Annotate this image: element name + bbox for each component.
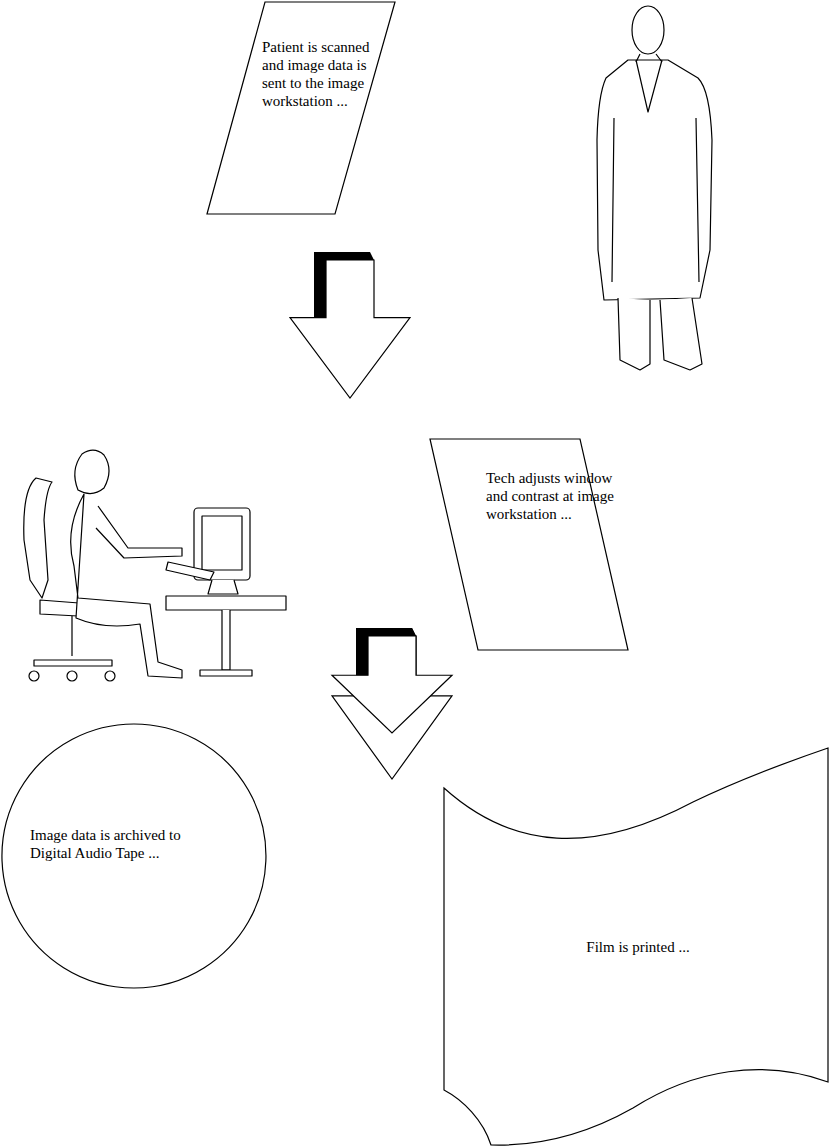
arrow-body <box>332 636 452 733</box>
step-parallelogram: Tech adjusts window and contrast at imag… <box>428 437 630 653</box>
desk-leg <box>222 610 230 670</box>
step-text: Film is printed ... <box>443 938 829 956</box>
archive-circle: Image data is archived to Digital Audio … <box>0 722 268 990</box>
doctor-head <box>632 6 664 54</box>
block-arrow <box>332 628 452 779</box>
step-parallelogram-path <box>430 439 628 650</box>
technician-figure <box>24 450 286 681</box>
doctor-legs <box>618 298 702 370</box>
doctor-lapel <box>636 60 662 112</box>
technician-head <box>75 450 109 493</box>
doctor-arms <box>612 118 699 282</box>
keyboard <box>166 562 214 580</box>
step-parallelogram: Patient is scanned and image data is sen… <box>205 0 397 216</box>
block-arrow <box>290 252 410 398</box>
step-text: Image data is archived to Digital Audio … <box>30 826 188 862</box>
block-arrow <box>332 628 452 733</box>
chair-wheel <box>67 671 77 681</box>
technician-body <box>71 494 182 678</box>
arrow-body <box>290 260 410 398</box>
monitor-stand <box>208 580 238 594</box>
doctor-collar <box>636 54 662 62</box>
doctor-figure <box>597 6 712 370</box>
technician-arm <box>96 506 182 558</box>
step-text: Patient is scanned and image data is sen… <box>262 38 384 110</box>
chair-wheel <box>29 671 39 681</box>
step-parallelogram-path <box>207 2 395 214</box>
step-parallelogram-outline <box>428 437 630 653</box>
film-sheet: Film is printed ... <box>443 740 829 1147</box>
monitor-screen <box>202 516 242 570</box>
archive-circle-path <box>2 724 266 988</box>
chair-wheel <box>105 671 115 681</box>
step-text: Tech adjusts window and contrast at imag… <box>486 469 624 523</box>
desk-top <box>166 596 286 610</box>
arrow-body <box>332 636 452 779</box>
doctor-coat <box>597 60 712 300</box>
desk-foot <box>200 670 252 676</box>
chair-back <box>24 478 52 598</box>
